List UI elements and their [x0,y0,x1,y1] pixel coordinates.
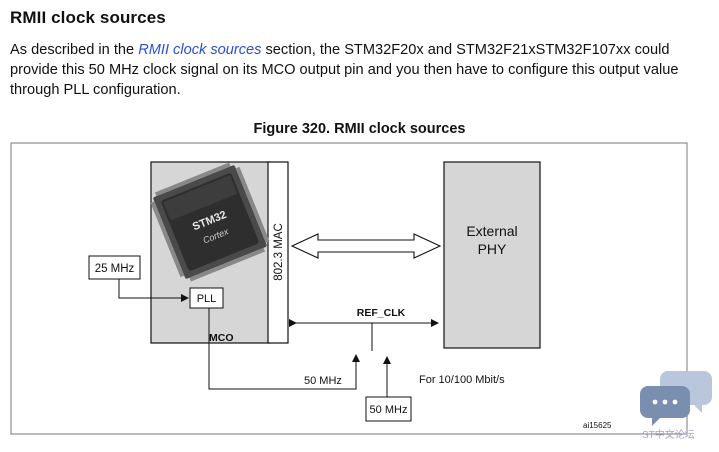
oscillator-25mhz-label: 25 MHz [95,263,135,275]
figure-frame [10,142,688,435]
mco-50mhz-label: 50 MHz [304,375,342,387]
section-heading: RMII clock sources [10,8,166,27]
paragraph-text-before: As described in the [10,42,139,58]
ref-clk-label: REF_CLK [357,307,406,319]
figure-id: ai15625 [583,421,612,430]
rate-label: For 10/100 Mbit/s [419,374,505,386]
pll-label: PLL [197,293,217,305]
oscillator-25mhz-block [88,255,141,280]
mac-phy-bus-arrow [290,233,442,259]
ext-clock-block [365,396,412,422]
external-phy-block [443,161,541,349]
forum-watermark-text: ST中文论坛 [642,430,695,441]
rmii-clock-sources-link[interactable]: RMII clock sources [138,42,262,58]
ext-clock-label: 50 MHz [370,404,408,416]
paragraph-text-after: section, the STM32F20x and STM32F21xSTM3… [10,42,679,98]
mco-label: MCO [209,332,234,344]
description-paragraph: As described in the RMII clock sources s… [10,40,710,100]
forum-chat-icon [640,371,712,426]
stm32-chip-icon: STM32 Cortex [150,162,270,282]
phy-label-line1: External [466,223,517,239]
osc-to-pll-line [118,279,189,302]
mco-output-line [208,308,360,390]
figure-title: Figure 320. RMII clock sources [253,121,466,137]
mac-block [267,161,289,344]
mac-label: 802.3 MAC [273,223,285,281]
pll-block [189,287,224,309]
phy-label-line2: PHY [478,241,507,257]
